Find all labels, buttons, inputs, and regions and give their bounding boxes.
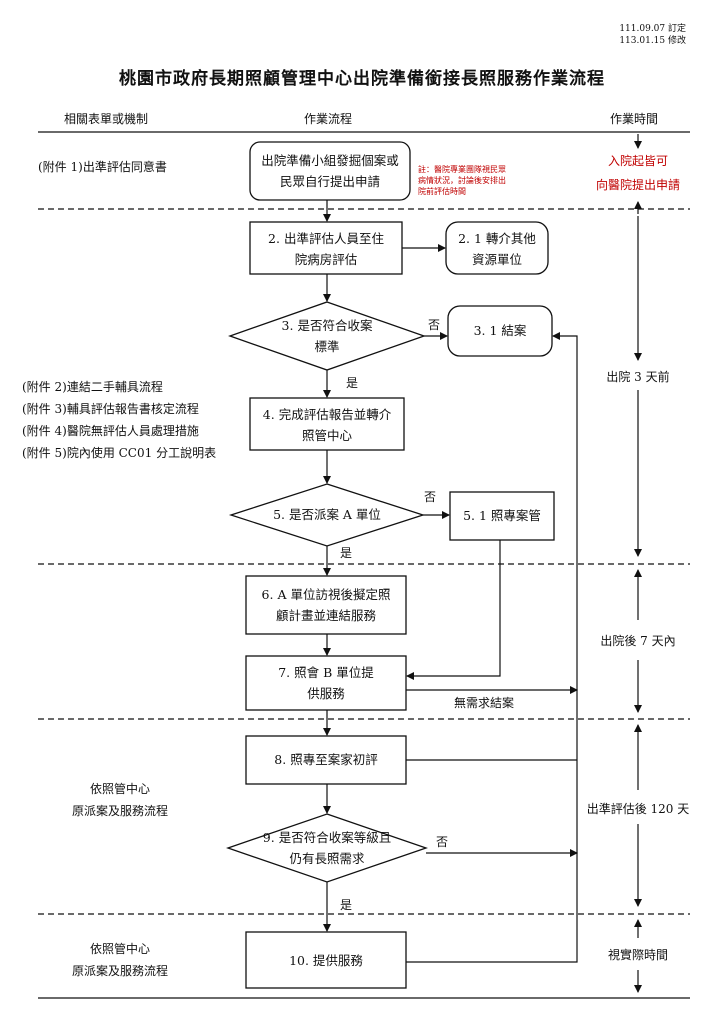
form-attachment-2: (附件 2)連結二手輔具流程 xyxy=(22,380,163,394)
report-text: 4. 完成評估報告並轉介照管中心 xyxy=(262,407,392,443)
assessment-text: 2. 出準評估人員至住院病房評估 xyxy=(268,231,384,267)
column-header-time: 作業時間 xyxy=(610,112,659,126)
no-label-3: 否 xyxy=(428,318,441,332)
no-label-5: 否 xyxy=(424,490,437,504)
form-attachment-4: (附件 4)醫院無評估人員處理措施 xyxy=(22,424,199,438)
b-unit-text: 7. 照會 B 單位提供服務 xyxy=(278,665,374,701)
form-attachment-5: (附件 5)院內使用 CC01 分工說明表 xyxy=(22,446,217,460)
timing-admission-line-2: 向醫院提出申請 xyxy=(595,178,680,192)
page-title: 桃園市政府長期照顧管理中心出院準備銜接長照服務作業流程 xyxy=(119,69,605,89)
provide-service-text: 10. 提供服務 xyxy=(289,953,363,968)
case-management-text: 5. 1 照專案管 xyxy=(463,508,541,523)
home-assessment-box xyxy=(245,735,407,785)
assessment-box xyxy=(249,221,403,275)
referral-text: 2. 1 轉介其他資源單位 xyxy=(458,231,536,267)
timing-admission-line-1: 入院起皆可 xyxy=(607,154,668,168)
care-plan-text: 6. A 單位訪視後擬定照顧計畫並連結服務 xyxy=(261,587,391,623)
start-node xyxy=(249,141,411,201)
form-attachment-3: (附件 3)輔具評估報告書核定流程 xyxy=(22,402,199,416)
dispatch-text: 5. 是否派案 A 單位 xyxy=(273,507,381,522)
start-node-text: 出院準備小組發掘個案或民眾自行提出申請 xyxy=(261,153,399,189)
timing-120-days: 出準評估後 120 天 xyxy=(586,802,690,816)
provide-service-box xyxy=(245,931,407,989)
edge-51-7 xyxy=(406,540,501,680)
care-plan-box xyxy=(245,575,407,635)
timing-actual: 視實際時間 xyxy=(607,948,668,962)
b-unit-box xyxy=(245,655,407,711)
no-label-9: 否 xyxy=(436,835,449,849)
home-assessment-text: 8. 照專至案家初評 xyxy=(274,752,378,767)
eligibility-text: 3. 是否符合收案標準 xyxy=(281,318,373,354)
mechanism-2-line-1: 依照管中心 xyxy=(89,942,150,956)
referral-node xyxy=(445,221,549,275)
mechanism-2-line-2: 原派案及服務流程 xyxy=(71,964,168,978)
yes-label-5: 是 xyxy=(340,546,353,560)
revised-date: 113.01.15 修改 xyxy=(619,36,686,46)
close-case-text: 3. 1 結案 xyxy=(473,323,527,338)
yes-label-9: 是 xyxy=(340,898,353,912)
report-box xyxy=(249,397,405,451)
no-need-close-label: 無需求結案 xyxy=(454,696,515,710)
hospital-team-note: 註：醫院專業團隊視民眾病情狀況，討論後安排出院前評估時間 xyxy=(418,165,506,196)
enacted-date: 111.09.07 訂定 xyxy=(619,24,686,34)
column-header-forms: 相關表單或機制 xyxy=(64,112,149,126)
case-management-box xyxy=(449,491,555,541)
mechanism-1-line-2: 原派案及服務流程 xyxy=(71,804,168,818)
timing-3-days-before: 出院 3 天前 xyxy=(606,370,670,384)
timing-7-days-after: 出院後 7 天內 xyxy=(600,634,676,648)
level-decision-text: 9. 是否符合收案等級且仍有長照需求 xyxy=(262,830,392,866)
form-attachment-1: (附件 1)出準評估同意書 xyxy=(38,160,167,174)
edge-10-31 xyxy=(406,332,578,963)
close-case-node xyxy=(447,305,553,357)
column-header-process: 作業流程 xyxy=(304,112,353,126)
yes-label-3: 是 xyxy=(346,376,359,390)
mechanism-1-line-1: 依照管中心 xyxy=(89,782,150,796)
